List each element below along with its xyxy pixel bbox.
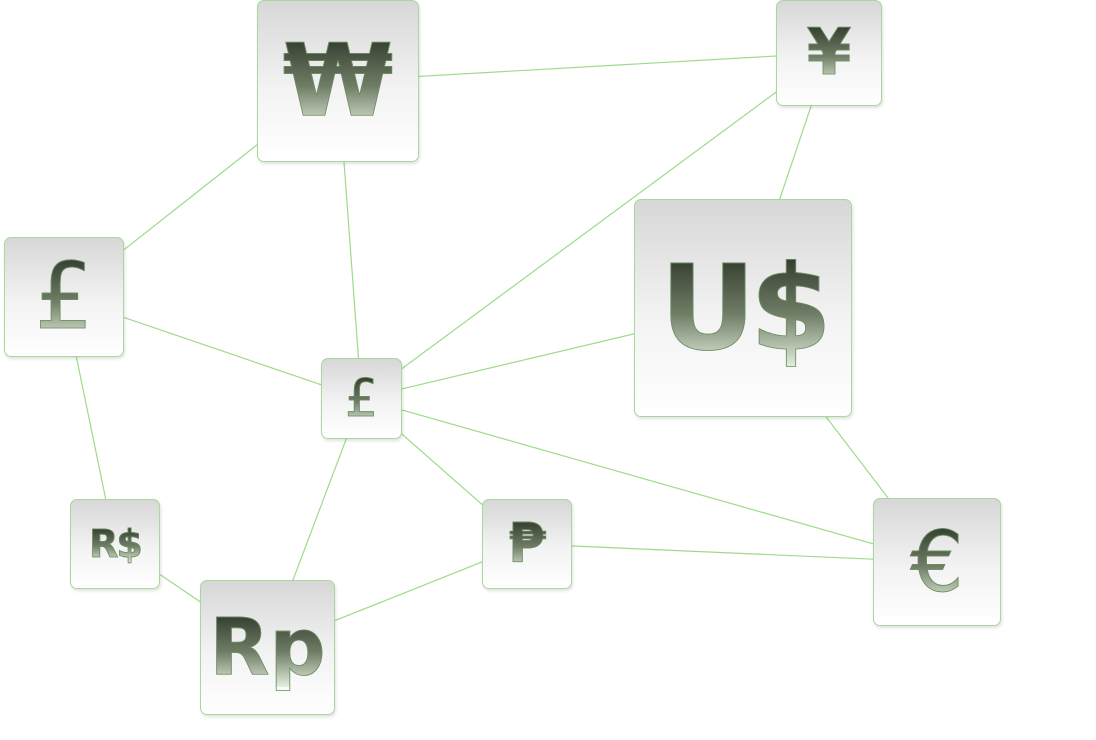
link-won-yen bbox=[337, 52, 830, 82]
peso-symbol: ₱ bbox=[508, 512, 546, 575]
node-peso[interactable]: ₱ bbox=[482, 499, 572, 589]
node-euro[interactable]: € bbox=[873, 498, 1001, 626]
node-lira[interactable]: £ bbox=[321, 358, 402, 439]
won-symbol: ₩ bbox=[282, 22, 394, 139]
node-rupiah[interactable]: Rp bbox=[200, 580, 335, 715]
node-pound[interactable]: £ bbox=[4, 237, 124, 357]
link-yen-lira bbox=[361, 52, 830, 399]
lira-symbol: £ bbox=[344, 368, 379, 429]
node-real[interactable]: R$ bbox=[70, 499, 160, 589]
pound-symbol: £ bbox=[34, 243, 94, 350]
node-won[interactable]: ₩ bbox=[257, 0, 419, 162]
real-symbol: R$ bbox=[89, 522, 143, 566]
node-us-dollar[interactable]: U$ bbox=[634, 199, 852, 417]
link-peso-eur bbox=[526, 543, 938, 563]
link-lira-eur bbox=[361, 397, 938, 563]
yen-symbol: ¥ bbox=[806, 16, 852, 90]
rupiah-symbol: Rp bbox=[209, 602, 326, 693]
node-yen[interactable]: ¥ bbox=[776, 0, 882, 106]
euro-symbol: € bbox=[910, 513, 964, 611]
us-dollar-symbol: U$ bbox=[660, 239, 833, 377]
